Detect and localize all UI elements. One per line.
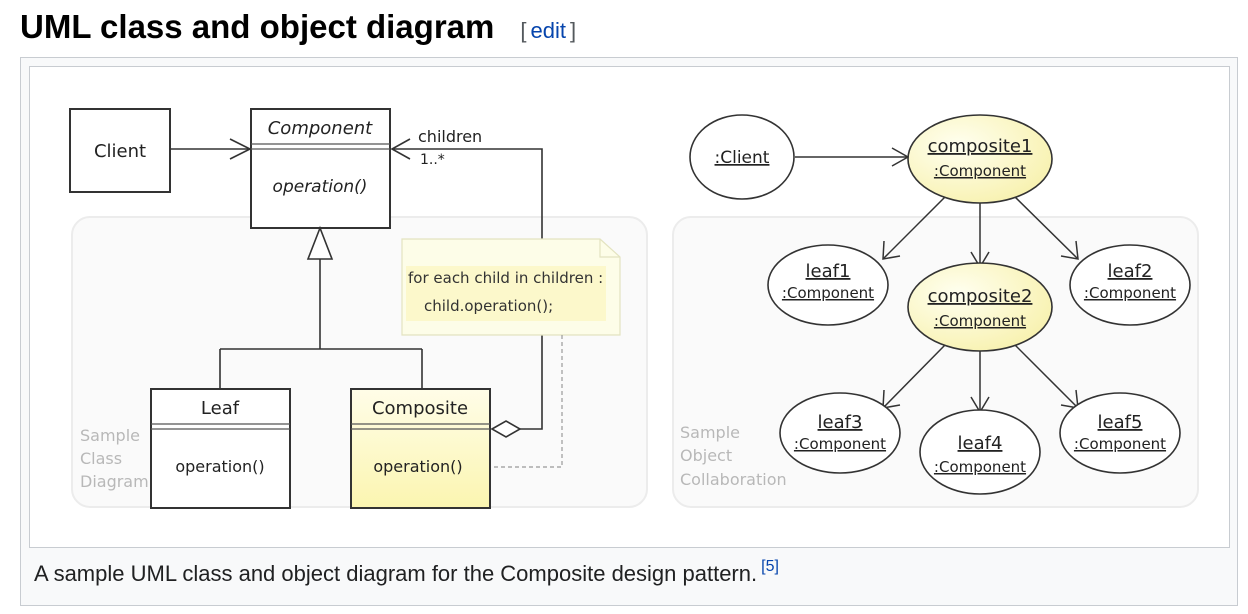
composite-operation: operation(): [373, 457, 462, 476]
caption-text: A sample UML class and object diagram fo…: [34, 561, 758, 586]
figure-thumbnail: Sample Class Diagram Client Component op…: [20, 57, 1238, 606]
edit-section: [edit]: [520, 18, 576, 44]
composite1-object: [907, 114, 1053, 204]
composite-class-box: [350, 388, 491, 509]
leaf4-name: leaf4: [958, 433, 1003, 454]
client-object-label: :Client: [715, 148, 770, 168]
object-links: [795, 147, 1079, 414]
leaf5-name: leaf5: [1098, 412, 1143, 433]
note-anchor-line: [492, 335, 563, 468]
composite2-type: :Component: [934, 312, 1026, 330]
leaf1-name: leaf1: [806, 261, 851, 282]
client-class-label: Client: [94, 141, 146, 162]
composite-class-name: Composite: [372, 398, 468, 419]
note-line-2: child.operation();: [424, 297, 553, 315]
uml-diagram: Sample Class Diagram Client Component op…: [69, 108, 1199, 509]
composite1-type: :Component: [934, 162, 1026, 180]
leaf4-object: [919, 409, 1041, 495]
class-watermark-line3: Diagram: [80, 472, 149, 491]
leaf3-object: [779, 392, 901, 474]
leaf-operation: operation(): [175, 457, 264, 476]
object-diagram: Sample Object Collaboration: [672, 114, 1199, 508]
section-heading: UML class and object diagram [edit]: [20, 8, 576, 46]
component-operation: operation(): [273, 177, 368, 197]
children-arrowhead: [390, 138, 411, 160]
leaf4-type: :Component: [934, 458, 1026, 476]
edit-bracket-open: [: [520, 18, 527, 43]
object-watermark-line3: Collaboration: [680, 470, 787, 489]
children-multiplicity: 1..*: [420, 152, 445, 168]
leaf5-object: [1059, 392, 1181, 474]
composite1-name: composite1: [928, 136, 1033, 157]
leaf3-type: :Component: [794, 435, 886, 453]
citation-link[interactable]: [5]: [761, 558, 779, 575]
edit-bracket-close: ]: [569, 18, 577, 43]
composite2-object: [907, 262, 1053, 352]
edit-link[interactable]: edit: [530, 18, 566, 43]
section-title: UML class and object diagram: [20, 8, 495, 45]
composite2-name: composite2: [928, 286, 1033, 307]
leaf-class-box: [150, 388, 291, 509]
leaf-class-name: Leaf: [201, 398, 240, 419]
note-line-1: for each child in children :: [408, 269, 603, 287]
figure-image[interactable]: Sample Class Diagram Client Component op…: [29, 66, 1230, 548]
client-object: [689, 114, 795, 200]
leaf2-object: [1069, 244, 1191, 326]
citation-ref: [5]: [761, 558, 779, 575]
leaf2-type: :Component: [1084, 284, 1176, 302]
note-fold: [599, 239, 620, 258]
children-role-label: children: [418, 127, 482, 146]
class-watermark-line2: Class: [80, 449, 122, 468]
leaf1-object: [767, 244, 889, 326]
class-watermark-line1: Sample: [80, 426, 140, 445]
aggregation-diamond: [490, 420, 522, 438]
object-watermark-line1: Sample: [680, 423, 740, 442]
leaf2-name: leaf2: [1108, 261, 1153, 282]
component-class-name: Component: [268, 118, 373, 139]
class-diagram: Sample Class Diagram Client Component op…: [69, 108, 648, 509]
leaf3-name: leaf3: [818, 412, 863, 433]
object-watermark-line2: Object: [680, 446, 732, 465]
leaf1-type: :Component: [782, 284, 874, 302]
client-class-box: [69, 108, 171, 193]
figure-caption: A sample UML class and object diagram fo…: [34, 558, 779, 587]
leaf5-type: :Component: [1074, 435, 1166, 453]
